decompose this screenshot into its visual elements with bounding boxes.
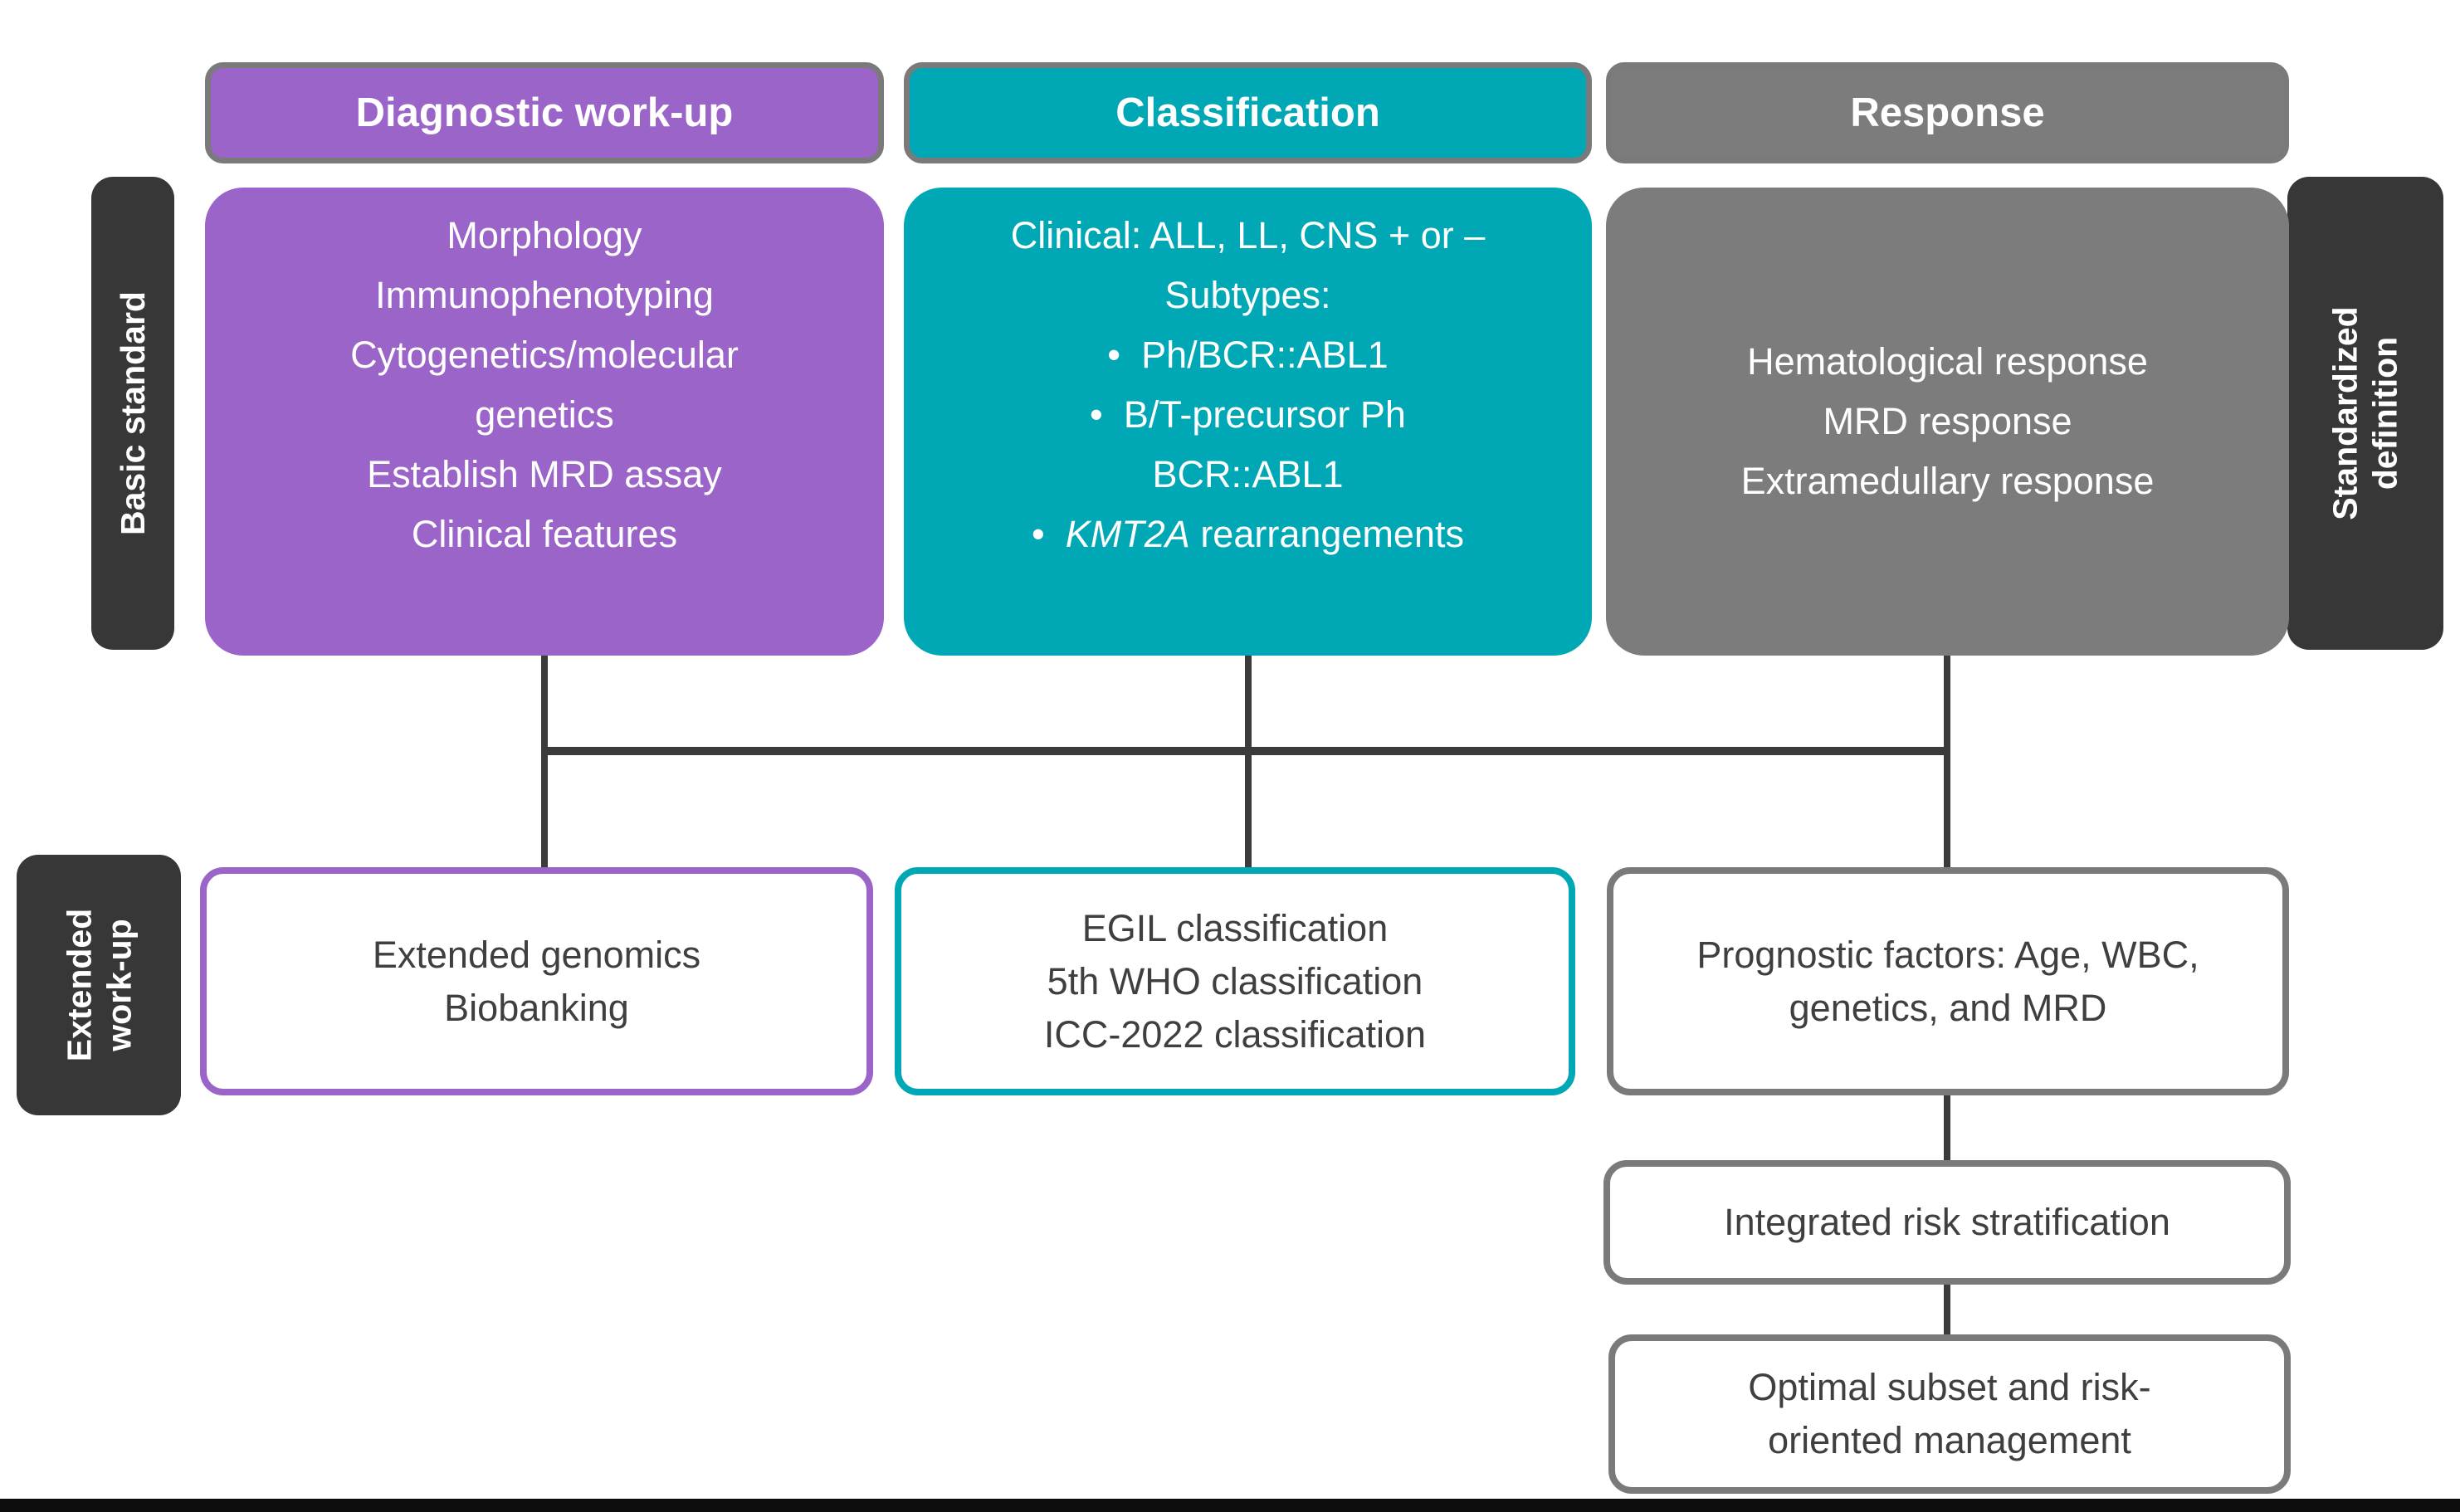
kmt2a-gene: KMT2A [1065,513,1190,555]
text-line: Establish MRD assay [367,453,722,495]
connector-prognostic-to-integrated [1944,1089,1950,1160]
classification-bullet-bt-cont: BCR::ABL1 [1152,453,1344,495]
header-response: Response [1606,62,2289,163]
text-line: EGIL classification [1081,906,1389,949]
header-classification: Classification [904,62,1592,163]
text-line: Extended genomics [372,933,701,976]
text-line: Biobanking [444,986,629,1029]
connector-vertical-response [1944,649,1950,871]
box-optimal-management: Optimal subset and risk-oriented managem… [1608,1334,2291,1494]
classification-clinical-line: Clinical: ALL, LL, CNS + or – [1010,214,1486,256]
connector-integrated-to-optimal [1944,1278,1950,1341]
classification-bullet-ph: • Ph/BCR::ABL1 [1107,334,1389,376]
text-line: Basic standard [114,291,153,535]
text-line: Optimal subset and risk- [1748,1366,2151,1408]
text-line: Integrated risk stratification [1724,1201,2170,1243]
text-line: Morphology [447,214,642,256]
text-line: Extramedullary response [1740,460,2155,502]
classification-bullet-bt: • B/T-precursor Ph [1090,393,1406,436]
text-line: Prognostic factors: Age, WBC, [1696,933,2199,976]
connector-vertical-diagnostic [541,649,548,871]
text-line: Extended [59,908,98,1062]
box-classification: Clinical: ALL, LL, CNS + or – Subtypes: … [904,188,1592,656]
classification-bullet-kmt2a: • KMT2A rearrangements [1032,513,1464,555]
connector-vertical-classification [1245,649,1252,871]
bottom-border-rule [0,1499,2460,1512]
box-classification-systems: EGIL classification 5th WHO classificatio… [895,867,1575,1095]
text-line: genetics, and MRD [1789,986,2107,1029]
text-line: genetics [475,393,614,436]
text-line: oriented management [1768,1419,2131,1461]
box-prognostic-factors: Prognostic factors: Age, WBC, genetics, a… [1607,867,2289,1095]
text-line: MRD response [1823,400,2072,442]
connector-horizontal [541,747,1950,755]
text-line: Clinical features [411,513,678,555]
text-line: 5th WHO classification [1047,959,1423,1002]
header-diagnostic-workup: Diagnostic work-up [205,62,884,163]
text-line: Cytogenetics/molecular [350,334,739,376]
text-line: definition [2366,336,2404,490]
text-line: Hematological response [1747,340,2148,383]
text-line: Standardized [2326,306,2365,520]
classification-subtypes-label: Subtypes: [1164,274,1331,316]
text-line: work-up [99,919,138,1051]
basic-standard-text: Basic standard [113,291,153,535]
box-integrated-risk-stratification: Integrated risk stratification [1603,1160,2291,1285]
text-line: ICC-2022 classification [1043,1012,1427,1056]
label-basic-standard: Basic standard [91,177,174,650]
text-line: Immunophenotyping [375,274,714,316]
